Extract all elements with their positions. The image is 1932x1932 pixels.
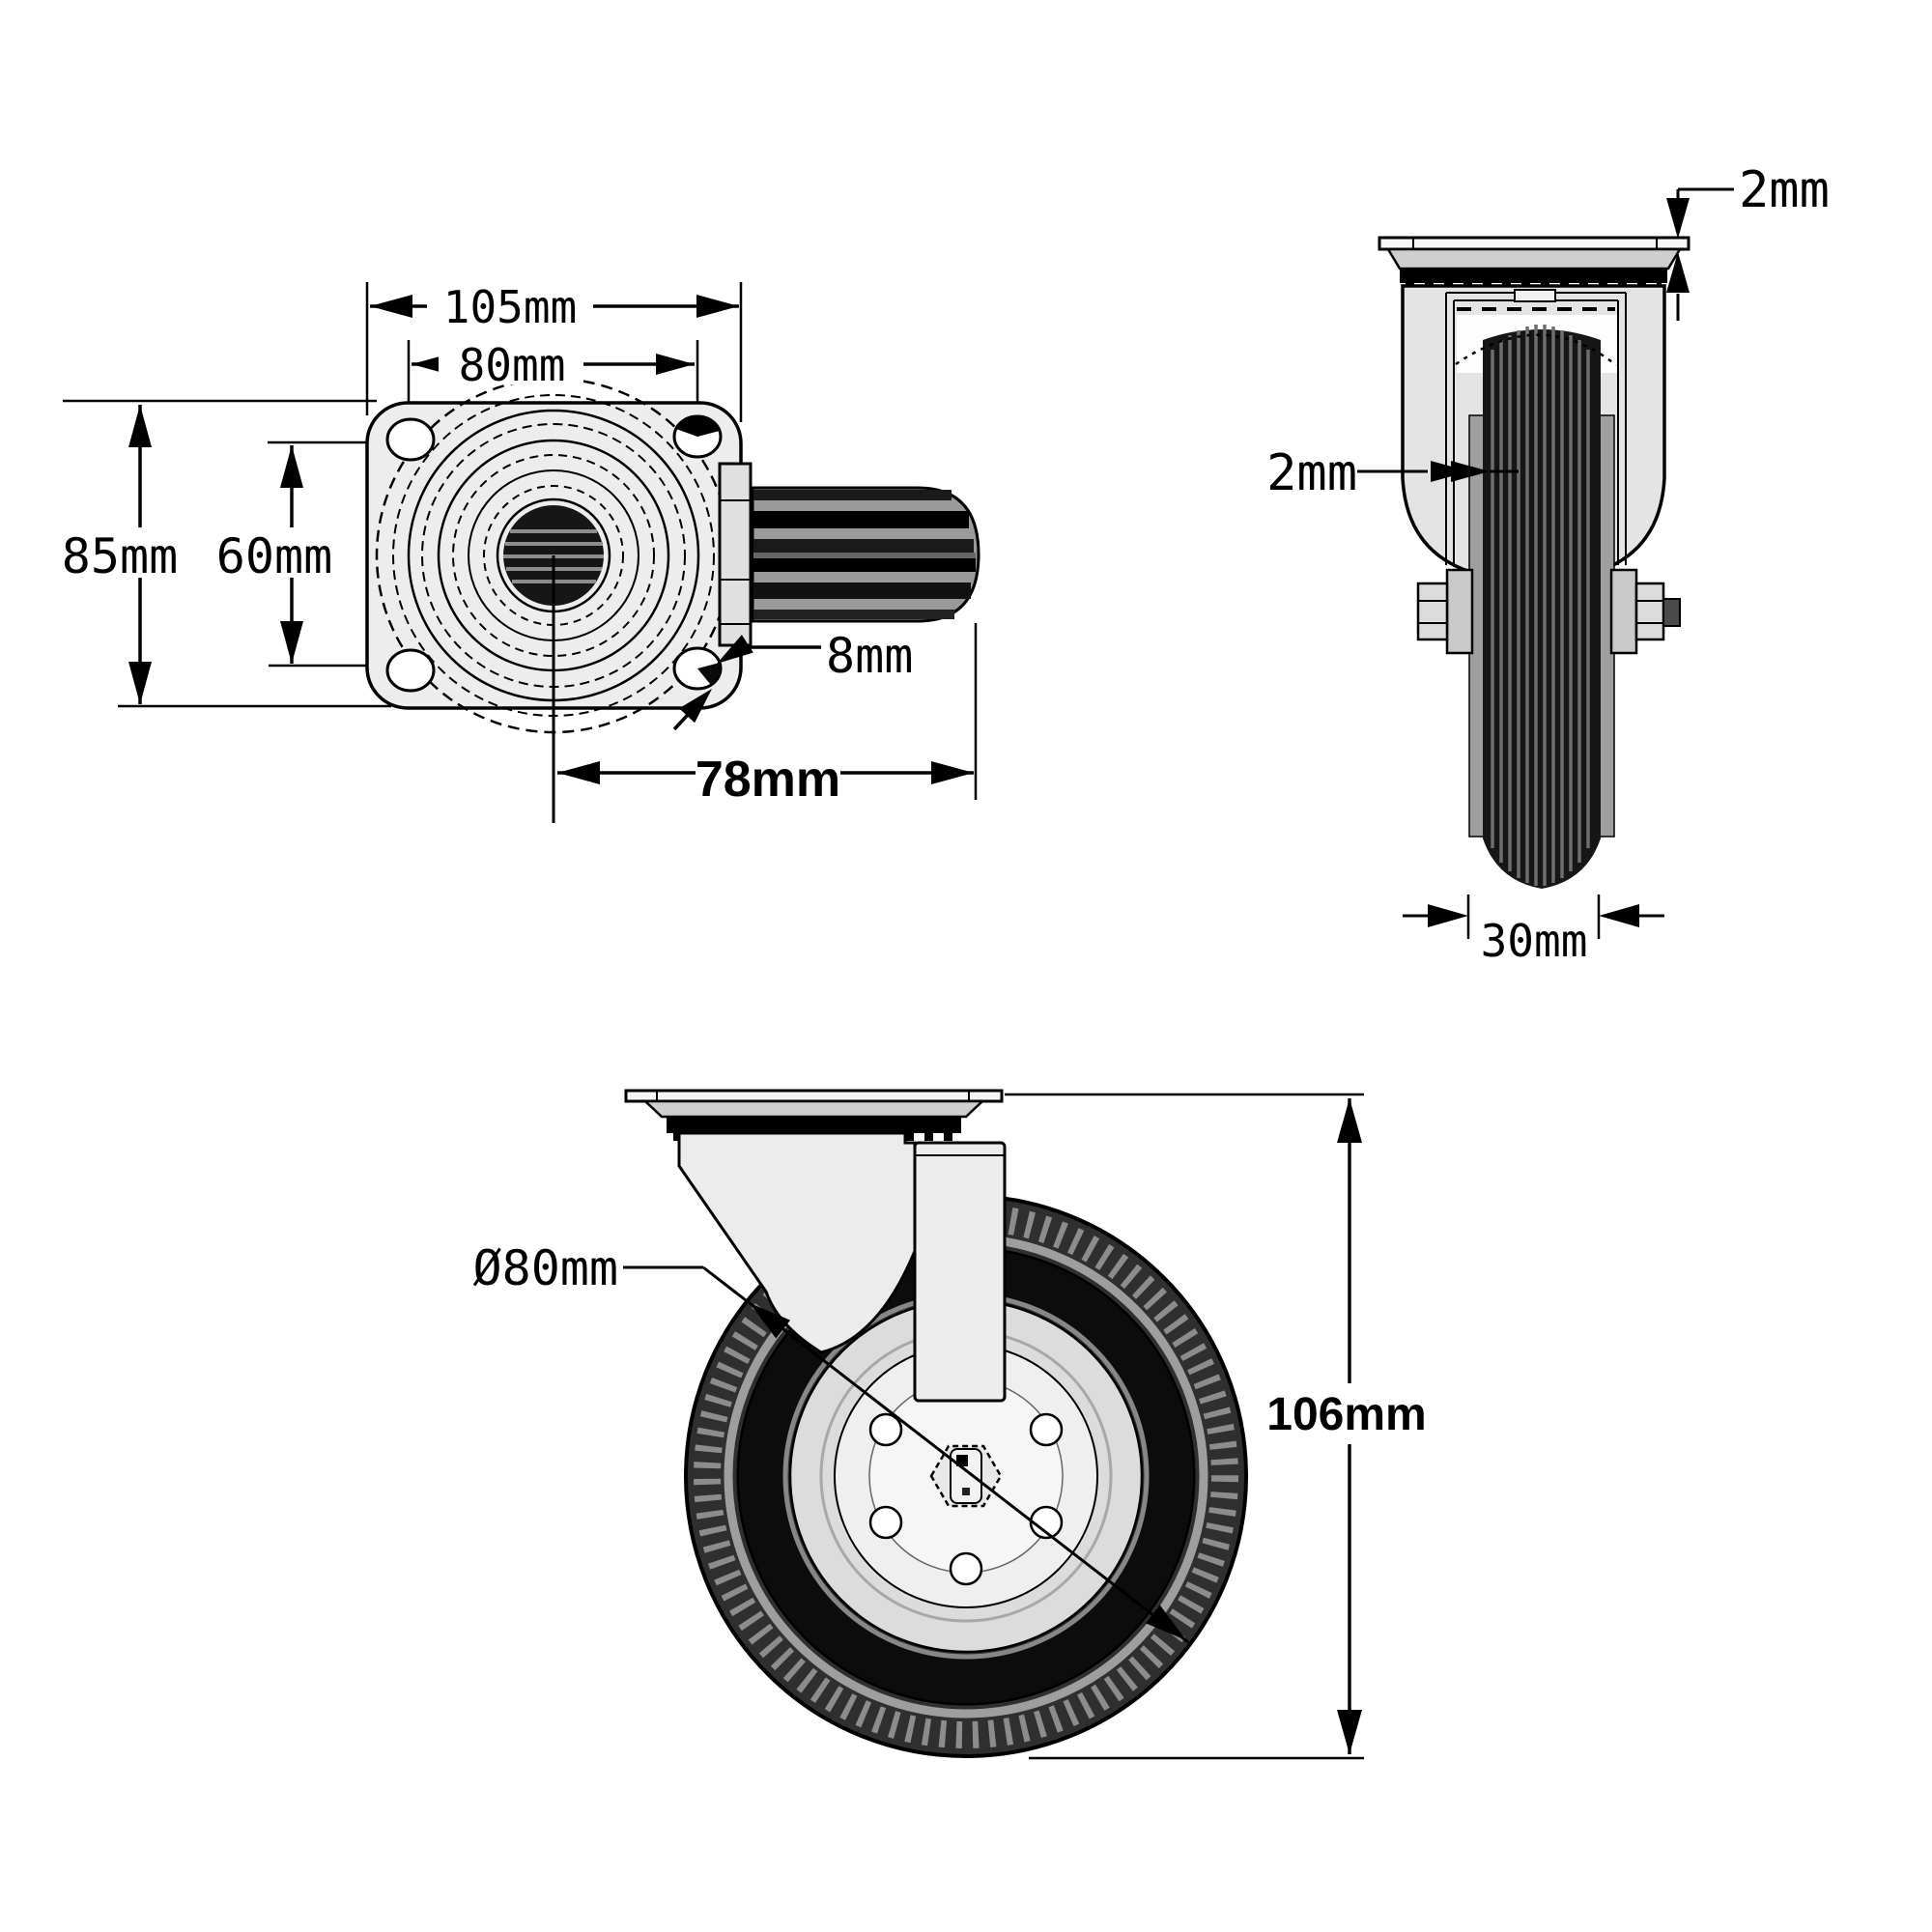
side-view-arrows — [750, 1098, 1362, 1754]
bolt-hole-marker — [676, 416, 720, 437]
dim-plate-thickness: 2mm — [1739, 161, 1830, 219]
front-housing-notch — [1514, 289, 1556, 302]
side-fork-leg — [913, 1141, 1007, 1403]
dim-wheel-diameter: Ø80mm — [472, 1240, 618, 1296]
front-bearing-band — [1400, 269, 1667, 283]
side-plate — [624, 1089, 1004, 1103]
front-tire-top-arc — [1455, 333, 1617, 366]
dim-tread-thickness: 2mm — [1266, 444, 1357, 502]
dim-plate-height: 85mm — [62, 528, 178, 584]
side-flange — [641, 1099, 986, 1119]
top-view-text-bg — [52, 284, 840, 800]
fork-edge-lines — [720, 499, 751, 625]
dim-swivel-offset: 78mm — [696, 752, 840, 808]
side-view-caster: Ø80mm 106mm — [472, 1089, 1427, 1760]
dim-bolt-hole: 8mm — [826, 628, 913, 684]
fork-edge-top-view — [718, 462, 753, 647]
side-view-dim-lines — [623, 1093, 1364, 1760]
side-text-bg — [1271, 1389, 1422, 1439]
front-axle — [1416, 568, 1681, 655]
front-view-dim-lines — [1357, 187, 1734, 939]
rim-holes — [868, 1412, 1064, 1586]
wheel-top-view-stripes — [753, 490, 976, 619]
front-view-arrows — [1428, 198, 1690, 927]
front-tire-stripes — [1491, 325, 1590, 886]
front-view-caster: 2mm 2mm 30mm — [1266, 161, 1830, 967]
side-swivel-cone — [677, 1131, 917, 1354]
dim-bolt-spacing-height: 60mm — [216, 528, 332, 584]
top-view-arrows — [128, 295, 974, 784]
dim-plate-width: 105mm — [443, 281, 577, 333]
front-flange — [1385, 247, 1683, 270]
dim-bolt-spacing-width: 80mm — [459, 339, 566, 391]
top-view-extension-lines — [63, 282, 978, 800]
dim-wheel-width: 30mm — [1481, 915, 1588, 967]
front-plate — [1378, 236, 1690, 251]
top-view-plate: 105mm 80mm 85mm 60mm 8mm 78mm — [52, 281, 980, 823]
bolt-hole-marker-2 — [697, 663, 721, 684]
dim-overall-height: 106mm — [1266, 1389, 1426, 1440]
side-bearing-band — [667, 1117, 961, 1133]
